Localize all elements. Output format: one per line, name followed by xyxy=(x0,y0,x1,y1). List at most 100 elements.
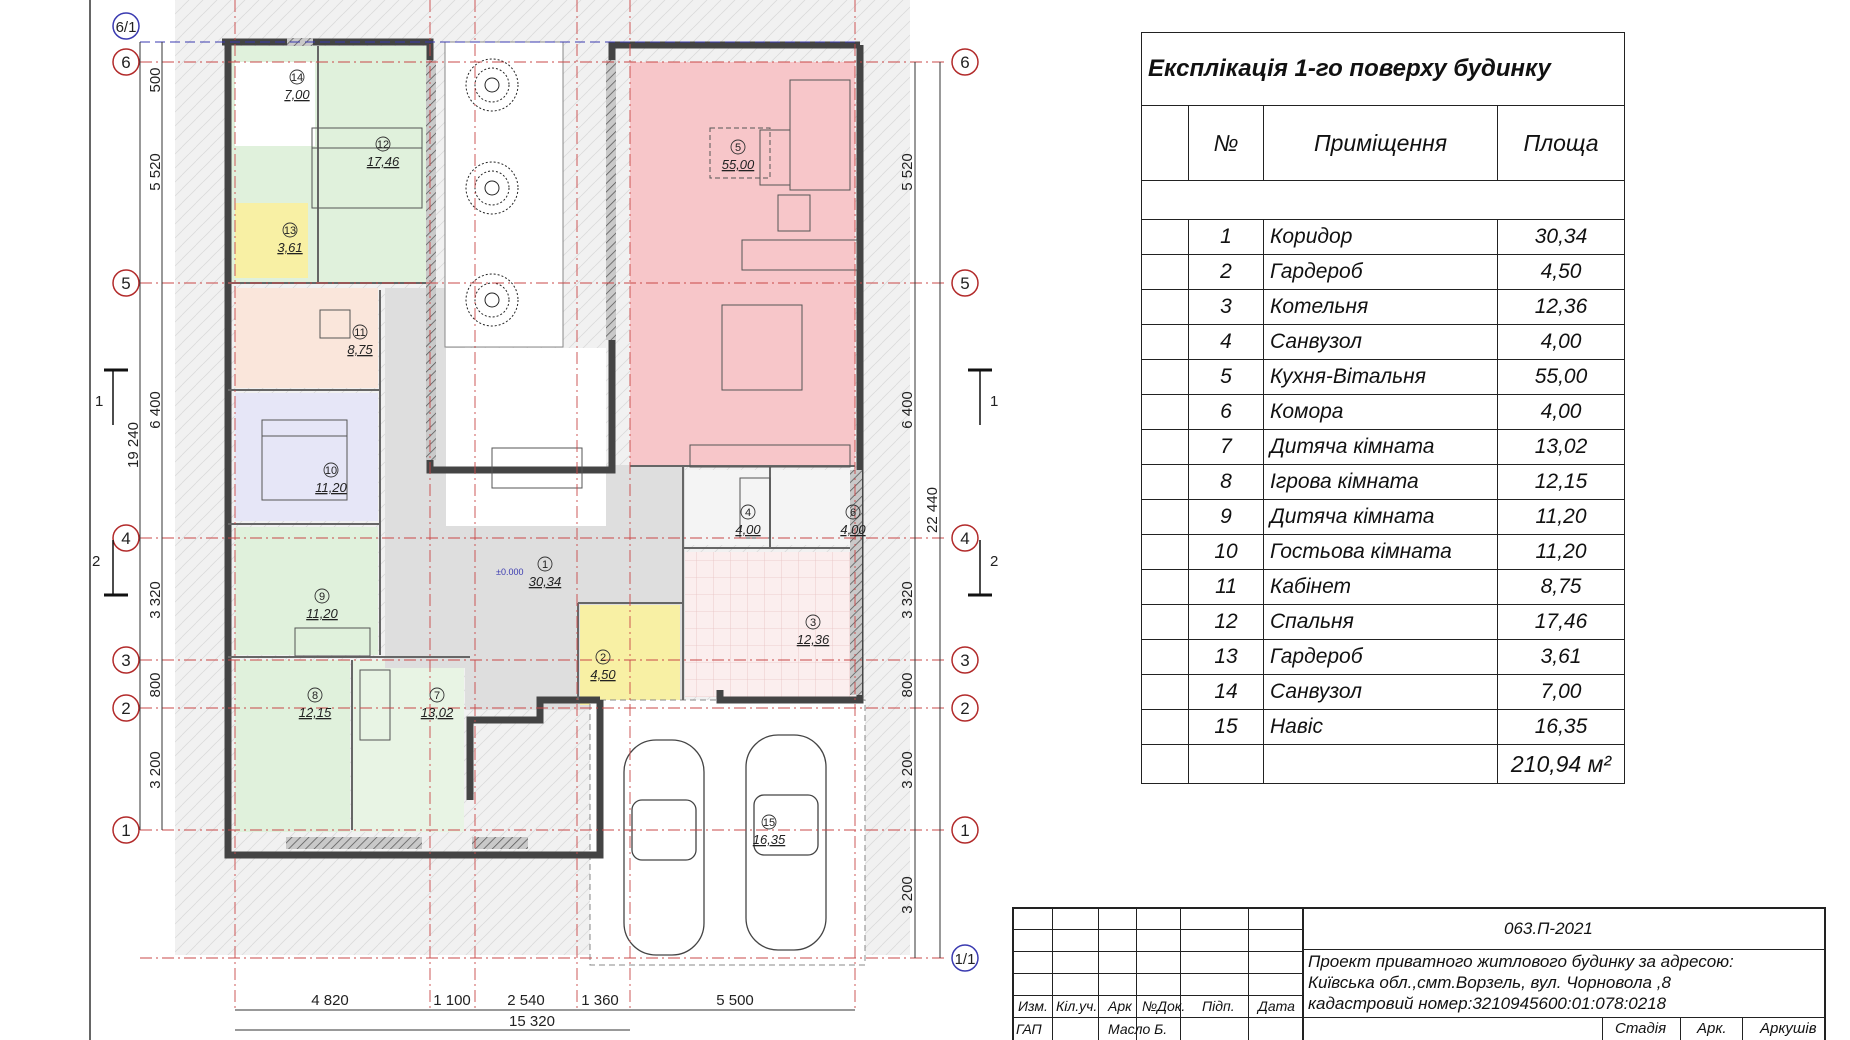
row-room: Санвузол xyxy=(1263,324,1498,360)
room-number-circle xyxy=(805,614,821,630)
row-num: 2 xyxy=(1188,254,1264,290)
dim-bottom-3: 1 360 xyxy=(581,992,619,1009)
row-area: 12,36 xyxy=(1497,289,1625,325)
dim-left-5: 3 200 xyxy=(147,751,164,789)
row-spacer xyxy=(1141,219,1189,255)
section-labels: 1 1 2 2 xyxy=(92,393,998,570)
row-room: Котельня xyxy=(1263,289,1498,325)
dimension-lines xyxy=(139,42,941,1031)
floor-plan: 6/1 6 6 5 5 4 4 3 3 2 2 1 1 1/1 xyxy=(89,0,998,1040)
dim-right-1: 6 400 xyxy=(899,391,916,429)
row-num: 3 xyxy=(1188,289,1264,325)
col-ark: Арк xyxy=(1108,998,1132,1014)
room-number-circle xyxy=(314,588,330,604)
room-number: 3 xyxy=(810,617,816,629)
room-number-circle xyxy=(289,69,305,85)
dim-right-0: 5 520 xyxy=(899,153,916,191)
axis-label-4-left: 4 xyxy=(121,529,130,548)
footer-sheets: Аркушів xyxy=(1760,1020,1817,1037)
dim-left-4: 800 xyxy=(147,672,164,697)
axis-label-5-right: 5 xyxy=(960,274,969,293)
room-number: 10 xyxy=(325,465,337,477)
role-gap: ГАП xyxy=(1016,1021,1042,1037)
room-number: 11 xyxy=(354,327,365,339)
section-2-right: 2 xyxy=(990,553,998,570)
room-number-circle xyxy=(845,504,861,520)
axis-label-3-left: 3 xyxy=(121,651,130,670)
room-number: 2 xyxy=(600,652,606,664)
project-line-1: Проект приватного житлового будинку за а… xyxy=(1308,952,1734,971)
room-number: 15 xyxy=(763,817,775,829)
room-number-circle xyxy=(352,324,368,340)
room-child-7-fill xyxy=(352,660,464,832)
room-area: 4,00 xyxy=(735,522,761,537)
row-num: 11 xyxy=(1188,569,1264,605)
row-room: Гардероб xyxy=(1263,254,1498,290)
dim-bottom-2: 2 540 xyxy=(507,992,545,1009)
row-spacer xyxy=(1141,569,1189,605)
room-bathroom-fill xyxy=(235,62,315,146)
room-area: 17,46 xyxy=(367,154,400,169)
person-name: Масло Б. xyxy=(1108,1021,1168,1037)
dim-bottom-1: 1 100 xyxy=(433,992,471,1009)
row-area: 55,00 xyxy=(1497,359,1625,395)
axis-label-2-right: 2 xyxy=(960,699,969,718)
col-kil-uch: Кіл.уч. xyxy=(1056,998,1098,1014)
row-num: 5 xyxy=(1188,359,1264,395)
room-number: 14 xyxy=(291,72,303,84)
row-spacer xyxy=(1141,254,1189,290)
room-number-circle xyxy=(375,136,391,152)
room-area: 12,36 xyxy=(797,632,830,647)
left-dimensions: 500 5 520 6 400 3 320 800 3 200 19 240 xyxy=(125,67,164,788)
walls xyxy=(222,38,864,859)
axis-markers: 6/1 6 6 5 5 4 4 3 3 2 2 1 1 1/1 xyxy=(112,12,979,972)
axis-label-6-1: 6/1 xyxy=(116,19,137,36)
footer-sheet: Арк. xyxy=(1697,1020,1727,1037)
dim-left-total: 19 240 xyxy=(125,422,142,468)
room-number: 13 xyxy=(284,225,296,237)
axis-label-1-right: 1 xyxy=(960,821,969,840)
dim-left-1: 5 520 xyxy=(147,153,164,191)
row-room: Кабінет xyxy=(1263,569,1498,605)
col-ndok: №Док. xyxy=(1142,998,1186,1014)
row-spacer xyxy=(1141,639,1189,675)
row-area: 8,75 xyxy=(1497,569,1625,605)
row-area: 30,34 xyxy=(1497,219,1625,255)
row-num: 9 xyxy=(1188,499,1264,535)
room-area: 12,15 xyxy=(299,705,332,720)
col-data: Дата xyxy=(1258,998,1295,1014)
dim-bottom-4: 5 500 xyxy=(716,992,754,1009)
row-spacer xyxy=(1141,604,1189,640)
row-area: 11,20 xyxy=(1497,534,1625,570)
room-play-fill xyxy=(235,660,350,832)
row-area: 4,00 xyxy=(1497,324,1625,360)
room-area: 4,00 xyxy=(840,522,866,537)
explication-title: Експлікація 1-го поверху будинку xyxy=(1141,32,1625,106)
explication-header-row: № Приміщення Площа xyxy=(1141,105,1625,181)
row-num: 15 xyxy=(1188,709,1264,745)
col-izm: Изм. xyxy=(1018,998,1048,1014)
room-number-circle xyxy=(429,687,445,703)
row-room: Гостьова кімната xyxy=(1263,534,1498,570)
title-block: 063.П-2021 Проект приватного житлового б… xyxy=(1012,907,1826,1040)
level-mark: ±0.000 xyxy=(496,567,523,577)
axis-label-1-1: 1/1 xyxy=(955,951,976,968)
row-room: Коридор xyxy=(1263,219,1498,255)
room-number-circle xyxy=(537,556,553,572)
room-number-circle xyxy=(730,139,746,155)
row-spacer xyxy=(1141,499,1189,535)
axis-label-1-left: 1 xyxy=(121,821,130,840)
room-number: 1 xyxy=(542,559,548,571)
room-boiler-fill xyxy=(685,552,855,697)
bottom-dimensions: 4 820 1 100 2 540 1 360 5 500 15 320 xyxy=(311,992,754,1030)
